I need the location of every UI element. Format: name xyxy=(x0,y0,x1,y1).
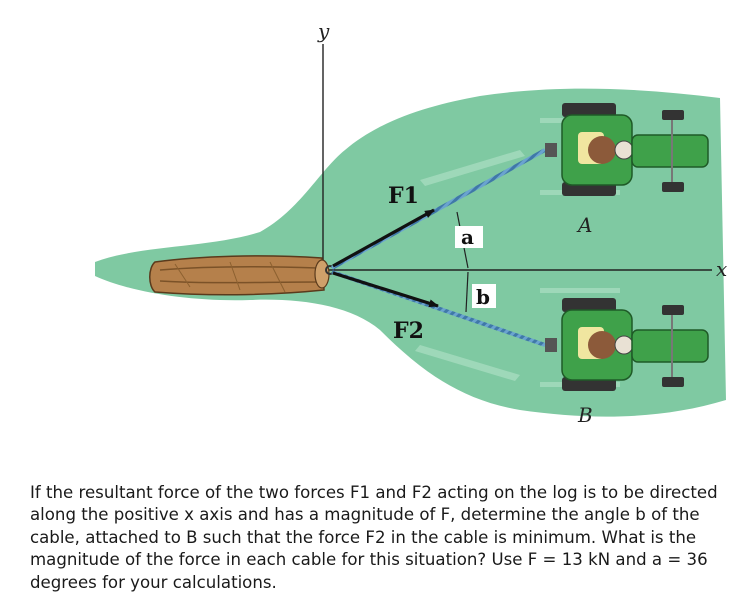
log xyxy=(149,255,335,296)
force-diagram: y x F1 F2 a b A xyxy=(95,19,727,427)
angle-b-label: b xyxy=(476,285,490,309)
force-f1-label: F1 xyxy=(388,183,419,209)
angle-b-box xyxy=(472,284,496,308)
angle-a-label: a xyxy=(461,225,474,249)
y-axis-label: y xyxy=(317,19,330,43)
x-axis-label: x xyxy=(716,257,727,281)
force-f2-label: F2 xyxy=(393,318,424,344)
angle-a-box xyxy=(455,226,483,248)
force-f2-arrow xyxy=(332,271,439,308)
angle-b-marker xyxy=(465,271,469,313)
force-f1-arrow xyxy=(332,208,435,268)
tractor-b-label: B xyxy=(577,403,593,427)
tractor-b xyxy=(545,298,709,391)
tractor-a xyxy=(545,103,709,196)
problem-statement: If the resultant force of the two forces… xyxy=(30,483,718,592)
tractor-a-label: A xyxy=(576,213,592,237)
